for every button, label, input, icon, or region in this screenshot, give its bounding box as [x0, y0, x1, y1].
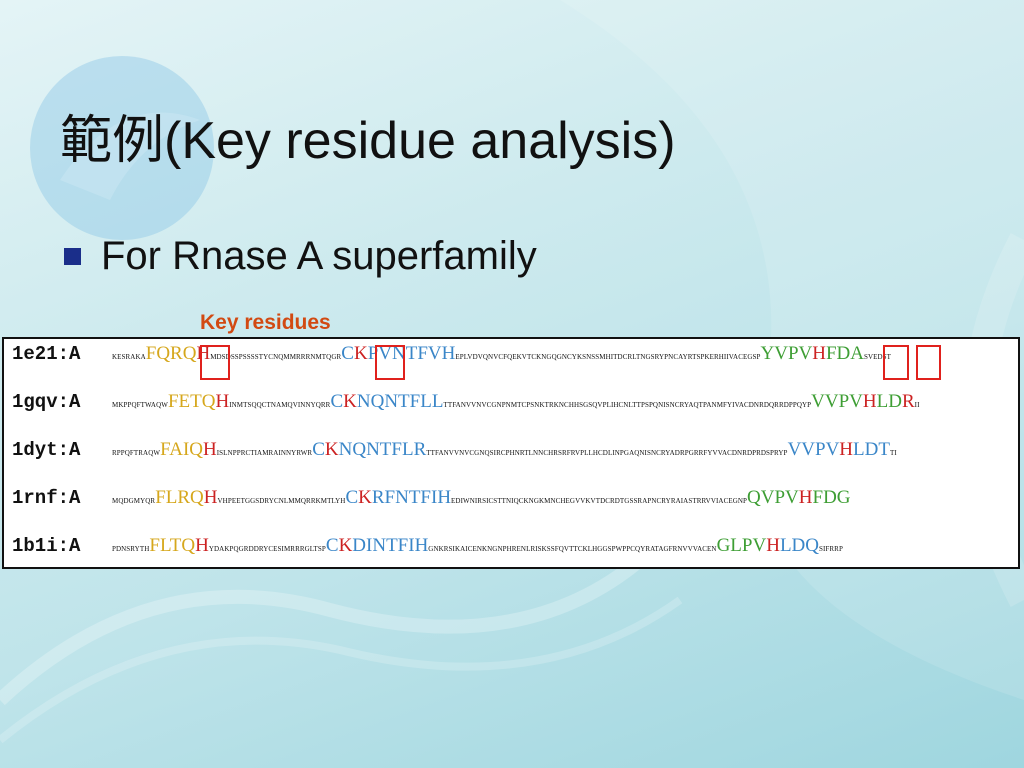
- sequence-segment: MKPPQFTWAQW: [112, 401, 168, 409]
- sequence-id: 1e21:A: [12, 343, 81, 365]
- key-residues-callout: Key residues: [200, 311, 331, 334]
- conserved-residue-segment: FLRQ: [155, 487, 204, 508]
- sequence-segment: MDSDSSPSSSSTYCNQMMRRRNMTQGR: [210, 353, 342, 361]
- conserved-residue-segment: C: [341, 343, 354, 364]
- conserved-residue-segment: NQNTFLL: [356, 391, 444, 412]
- bullet-item: For Rnase A superfamily: [64, 234, 537, 279]
- conserved-residue-segment: LDT: [853, 439, 890, 460]
- conserved-residue-segment: K: [343, 391, 357, 412]
- conserved-residue-segment: H: [196, 343, 211, 364]
- key-residue-box-his119: [883, 345, 909, 380]
- sequence-residues: MQDGMYQRFLRQHVHPEETGGSDRYCNLMMQRRKMTLYHC…: [112, 487, 851, 509]
- conserved-residue-segment: H: [203, 487, 218, 508]
- conserved-residue-segment: H: [862, 391, 877, 412]
- sequence-id: 1dyt:A: [12, 439, 81, 461]
- conserved-residue-segment: K: [353, 343, 368, 364]
- sequence-segment: ISLNPPRCTIAMRAINNYRWR: [216, 449, 313, 457]
- conserved-residue-segment: LD: [876, 391, 902, 412]
- conserved-residue-segment: QVPV: [747, 487, 799, 508]
- conserved-residue-segment: H: [215, 391, 230, 412]
- sequence-segment: INMTSQQCTNAMQVINNYQRR: [229, 401, 331, 409]
- conserved-residue-segment: FAIQ: [160, 439, 204, 460]
- sequence-segment: VHPEETGGSDRYCNLMMQRRKMTLYH: [217, 497, 346, 505]
- conserved-residue-segment: FDG: [812, 487, 851, 508]
- key-residue-box-asp121: [916, 345, 941, 380]
- sequence-segment: TTFANVVNVCGNQSIRCPHNRTLNNCHRSRFRVPLLHCDL…: [426, 449, 788, 457]
- conserved-residue-segment: NQNTFLR: [338, 439, 427, 460]
- conserved-residue-segment: A: [850, 343, 864, 364]
- conserved-residue-segment: R: [901, 391, 915, 412]
- dna-helix-strand: [0, 554, 645, 706]
- conserved-residue-segment: K: [324, 439, 339, 460]
- conserved-residue-segment: YVPV: [760, 343, 813, 364]
- sequence-segment: KESRAKA: [112, 353, 146, 361]
- conserved-residue-segment: VVPV: [811, 391, 863, 412]
- conserved-residue-segment: H: [195, 535, 209, 556]
- sequence-segment: TTFANVVNVCGNPNMTCPSNKTRKNCHHSGSQVPLIHCNL…: [443, 401, 812, 409]
- bullet-square-icon: [64, 248, 81, 265]
- conserved-residue-segment: H: [798, 487, 813, 508]
- conserved-residue-segment: H: [203, 439, 217, 460]
- sequence-residues: PDNSRYTHFLTQHYDAKPQGRDDRYCESIMRRRGLTSPCK…: [112, 535, 843, 557]
- conserved-residue-segment: K: [358, 487, 372, 508]
- conserved-residue-segment: H: [839, 439, 854, 460]
- sequence-id: 1rnf:A: [12, 487, 81, 509]
- conserved-residue-segment: C: [345, 487, 359, 508]
- conserved-residue-segment: GLPV: [716, 535, 767, 556]
- sequence-residues: MKPPQFTWAQWFETQHINMTSQQCTNAMQVINNYQRRCKN…: [112, 391, 920, 413]
- sequence-id: 1gqv:A: [12, 391, 81, 413]
- sequence-segment: TI: [889, 449, 897, 457]
- conserved-residue-segment: C: [312, 439, 325, 460]
- key-residue-box-lys41: [375, 345, 405, 380]
- sequence-segment: GNKRSIKAICENKNGNPHRENLRISKSSFQVTTCKLHGGS…: [428, 545, 717, 553]
- conserved-residue-segment: FQRQ: [145, 343, 197, 364]
- sequence-segment: RPPQFTRAQW: [112, 449, 161, 457]
- conserved-residue-segment: VVPV: [787, 439, 840, 460]
- sequence-segment: MQDGMYQR: [112, 497, 156, 505]
- bullet-text: For Rnase A superfamily: [101, 234, 537, 278]
- sequence-segment: II: [914, 401, 920, 409]
- sequence-id: 1b1i:A: [12, 535, 81, 557]
- sequence-segment: EPLVDVQNVCFQEKVTCKNGQGNCYKSNSSMHITDCRLTN…: [455, 353, 761, 361]
- conserved-residue-segment: PVNTFVH: [367, 343, 456, 364]
- conserved-residue-segment: C: [325, 535, 339, 556]
- conserved-residue-segment: H: [812, 343, 826, 364]
- conserved-residue-segment: K: [338, 535, 353, 556]
- conserved-residue-segment: FD: [825, 343, 851, 364]
- dna-helix-strand-2: [0, 596, 683, 744]
- conserved-residue-segment: FLTQ: [149, 535, 196, 556]
- sequence-segment: SIFRRP: [819, 545, 843, 553]
- conserved-residue-segment: FETQ: [167, 391, 216, 412]
- sequence-segment: YDAKPQGRDDRYCESIMRRRGLTSP: [208, 545, 326, 553]
- conserved-residue-segment: H: [766, 535, 780, 556]
- conserved-residue-segment: C: [330, 391, 344, 412]
- sequence-residues: KESRAKAFQRQHMDSDSSPSSSSTYCNQMMRRRNMTQGRC…: [112, 343, 891, 365]
- sequence-segment: SVEDST: [864, 353, 892, 361]
- conserved-residue-segment: DINTFIH: [352, 535, 429, 556]
- sequence-segment: EDIWNIRSICSTTNIQCKNGKMNCHEGVVKVTDCRDTGSS…: [451, 497, 748, 505]
- conserved-residue-segment: LDQ: [779, 535, 819, 556]
- conserved-residue-segment: RFNTFIH: [371, 487, 452, 508]
- slide-title: 範例(Key residue analysis): [60, 112, 676, 170]
- sequence-residues: RPPQFTRAQWFAIQHISLNPPRCTIAMRAINNYRWRCKNQ…: [112, 439, 897, 461]
- key-residue-box-his12: [200, 345, 230, 380]
- sequence-segment: PDNSRYTH: [112, 545, 150, 553]
